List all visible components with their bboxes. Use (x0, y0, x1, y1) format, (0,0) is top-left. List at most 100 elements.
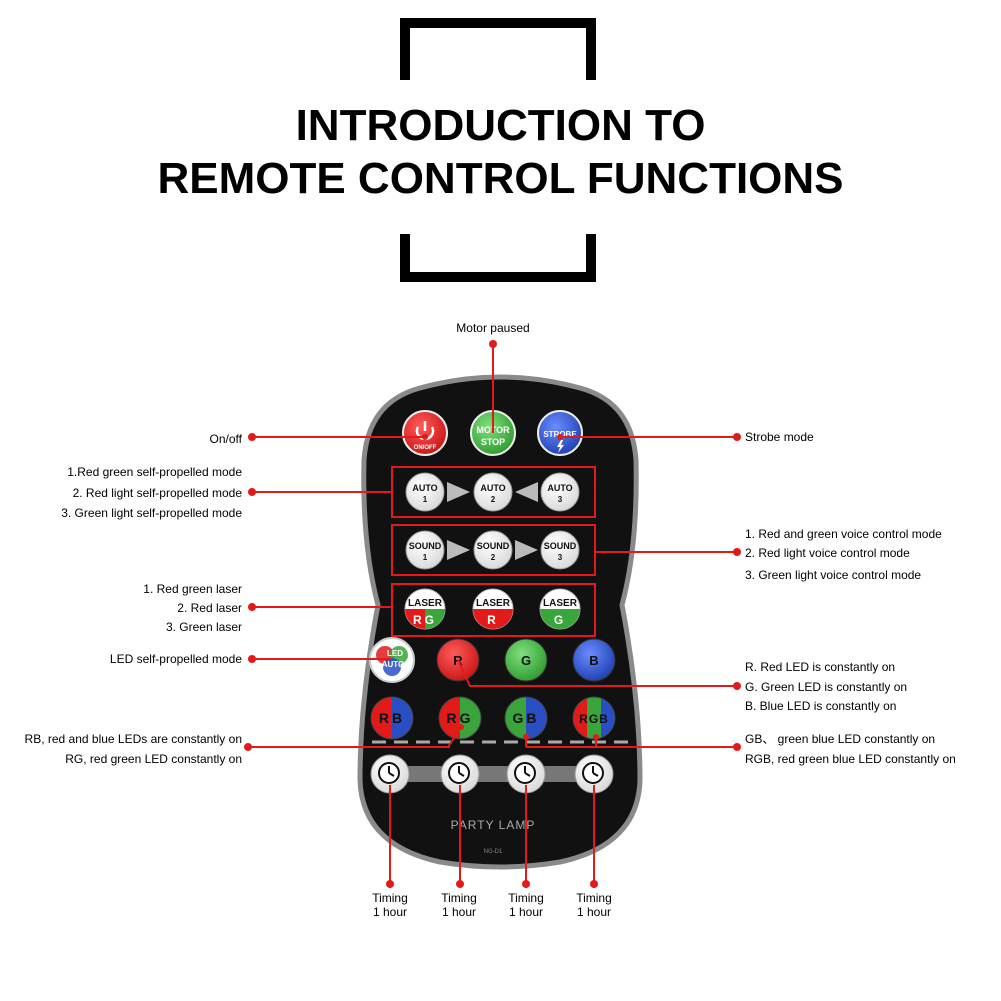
callout-auto-2: 2. Red light self-propelled mode (72, 486, 242, 500)
auto-button-2: AUTO 2 (473, 472, 513, 512)
sound-arrow-right (515, 540, 538, 560)
callout-laser-2: 2. Red laser (177, 601, 242, 615)
timer-row-bar (395, 766, 595, 782)
auto-label-2: AUTO (480, 483, 505, 493)
callout-led-auto: LED self-propelled mode (109, 652, 242, 666)
auto-arrow-right (515, 482, 538, 502)
sound-button-1: SOUND 1 (405, 530, 445, 570)
motor-stop-label-2: STOP (481, 437, 505, 447)
sound-label-1: SOUND (409, 541, 442, 551)
callout-motor-paused: Motor paused (456, 321, 530, 335)
auto-number-3: 3 (558, 495, 563, 504)
led-combo-rg-button: RG (438, 696, 482, 740)
callout-laser-3: 3. Green laser (165, 620, 242, 634)
led-combo-rgb-button: RGB (572, 696, 616, 740)
clock-icon (378, 762, 400, 784)
onoff-button: ON/OFF (402, 410, 448, 456)
timer-button-2 (440, 754, 480, 794)
callout-auto-1: 1.Red green self-propelled mode (67, 465, 242, 479)
led-combo-rgb-label: RGB (579, 712, 609, 726)
callout-timing-3-line1: Timing (508, 891, 544, 905)
lightning-icon (557, 440, 564, 453)
sound-arrow-left (447, 540, 470, 560)
callout-led-g: G. Green LED is constantly on (745, 680, 908, 694)
sound-number-2: 2 (491, 553, 496, 562)
page-title-line-1: INTRODUCTION TO (295, 101, 706, 150)
laser-button-1: LASER RG (404, 588, 446, 630)
laser-sub-1: RG (413, 613, 437, 627)
callout-timing-2: Timing 1 hour (429, 891, 489, 919)
laser-label-3: LASER (543, 598, 578, 609)
clock-icon (448, 762, 470, 784)
auto-number-1: 1 (423, 495, 428, 504)
auto-button-3: AUTO 3 (540, 472, 580, 512)
led-g-button: G (504, 638, 548, 682)
callout-timing-3-line2: 1 hour (508, 905, 544, 919)
laser-sub-3: G (554, 613, 566, 627)
led-combo-gb-button: GB (504, 696, 548, 740)
strobe-button: STROBE (537, 410, 583, 456)
callout-timing-1-line1: Timing (372, 891, 408, 905)
auto-label-1: AUTO (412, 483, 437, 493)
led-b-label: B (589, 653, 598, 668)
led-combo-rb-button: RB (370, 696, 414, 740)
callout-laser-1: 1. Red green laser (143, 582, 242, 596)
title-bracket-top (400, 18, 596, 80)
clock-icon (514, 762, 536, 784)
callout-timing-1-line2: 1 hour (372, 905, 408, 919)
laser-sub-2: R (487, 613, 499, 627)
led-combo-gb-label: GB (513, 710, 540, 726)
auto-arrow-left (447, 482, 470, 502)
auto-button-1: AUTO 1 (405, 472, 445, 512)
title-bracket-bottom (400, 234, 596, 282)
led-g-label: G (521, 653, 531, 668)
callout-lines (248, 344, 737, 884)
laser-label-1: LASER (408, 598, 443, 609)
sound-number-3: 3 (558, 553, 563, 562)
onoff-button-label: ON/OFF (414, 445, 437, 451)
led-auto-label-2: AUTO (382, 660, 405, 669)
laser-label-2: LASER (476, 598, 511, 609)
callout-sound-1: 1. Red and green voice control mode (745, 527, 942, 541)
led-b-button: B (572, 638, 616, 682)
callout-timing-4: Timing 1 hour (564, 891, 624, 919)
callout-timing-2-line1: Timing (441, 891, 477, 905)
callout-sound-3: 3. Green light voice control mode (745, 568, 922, 582)
laser-button-3: LASER G (539, 588, 581, 630)
callout-timing-4-line2: 1 hour (576, 905, 612, 919)
led-combo-rb-label: RB (379, 710, 405, 726)
timer-button-1 (370, 754, 410, 794)
brand-label: PARTY LAMP (451, 818, 536, 832)
callout-combo-rb: RB, red and blue LEDs are constantly on (24, 732, 242, 746)
callout-strobe: Strobe mode (745, 430, 814, 444)
callout-combo-rg: RG, red green LED constantly on (65, 752, 242, 766)
sound-number-1: 1 (423, 553, 428, 562)
callout-timing-1: Timing 1 hour (360, 891, 420, 919)
auto-label-3: AUTO (547, 483, 572, 493)
timer-button-3 (506, 754, 546, 794)
sound-button-2: SOUND 2 (473, 530, 513, 570)
callout-led-r: R. Red LED is constantly on (745, 660, 896, 674)
sound-label-3: SOUND (544, 541, 577, 551)
laser-button-2: LASER R (472, 588, 514, 630)
laser-group-frame (391, 583, 596, 637)
callout-combo-gb: GB、 green blue LED constantly on (745, 732, 936, 746)
callout-sound-2: 2. Red light voice control mode (745, 546, 910, 560)
callout-dots (244, 340, 741, 888)
callout-onoff: On/off (209, 432, 242, 446)
auto-number-2: 2 (491, 495, 496, 504)
clock-icon (582, 762, 604, 784)
callout-led-b: B. Blue LED is constantly on (745, 699, 897, 713)
model-label: NG-D1 (484, 849, 503, 855)
callout-timing-4-line1: Timing (576, 891, 612, 905)
callout-timing-2-line2: 1 hour (441, 905, 477, 919)
page-title-line-2: REMOTE CONTROL FUNCTIONS (157, 154, 844, 203)
callout-auto-3: 3. Green light self-propelled mode (61, 506, 242, 520)
callout-combo-rgb: RGB, red green blue LED constantly on (745, 752, 956, 766)
sound-label-2: SOUND (477, 541, 510, 551)
callout-timing-3: Timing 1 hour (496, 891, 556, 919)
sound-button-3: SOUND 3 (540, 530, 580, 570)
led-combo-rg-label: RG (447, 710, 474, 726)
sound-group-frame (391, 524, 596, 576)
